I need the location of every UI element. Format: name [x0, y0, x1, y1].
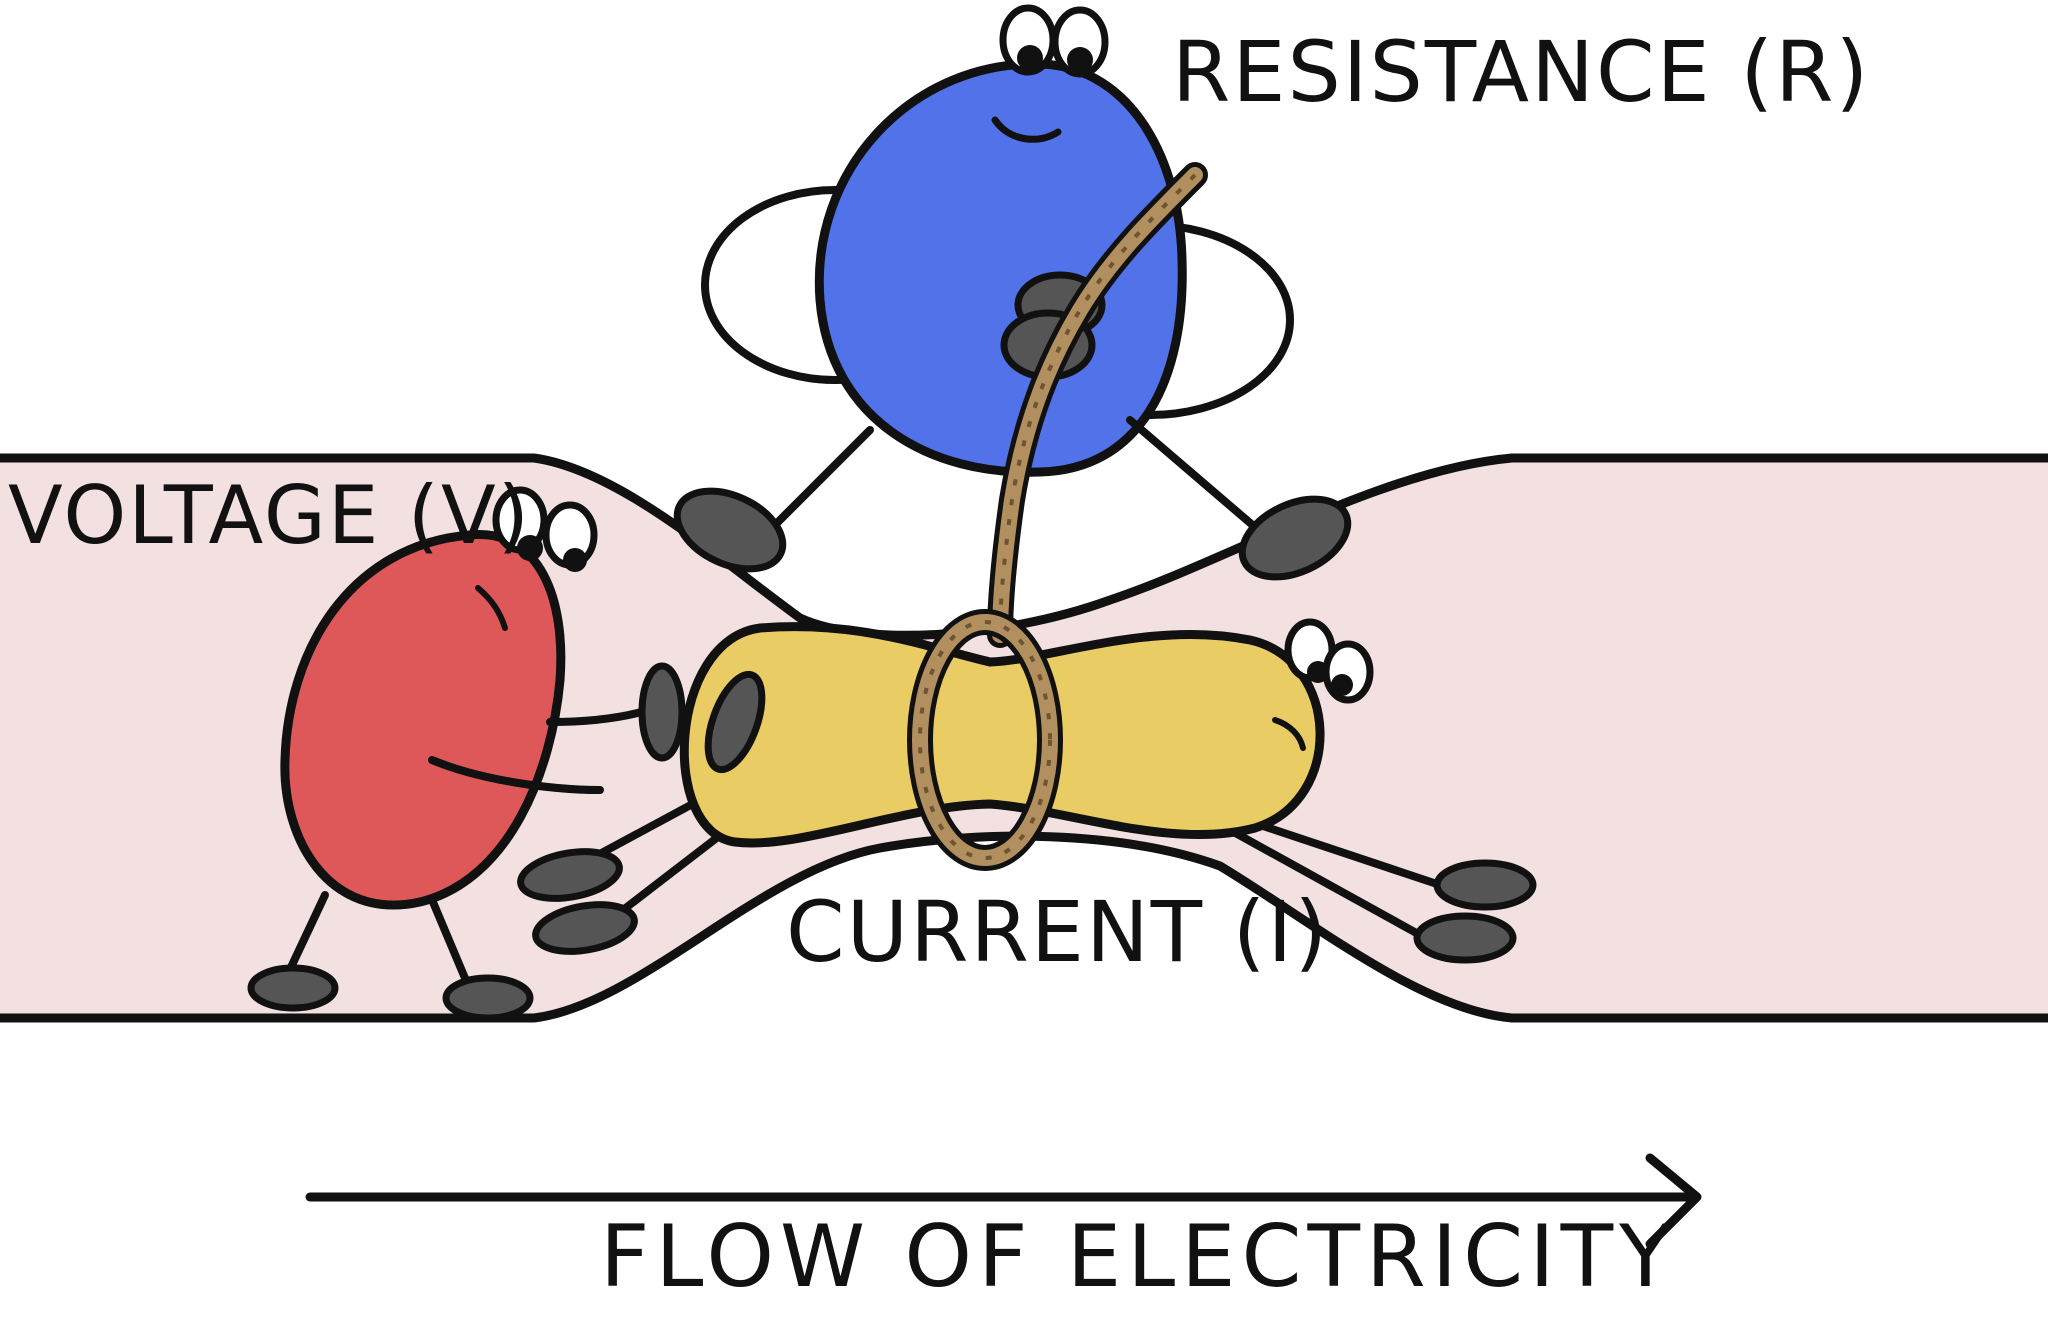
current-label: CURRENT (I) — [786, 883, 1330, 981]
current-shoe-front-2 — [1413, 912, 1517, 964]
voltage-label: VOLTAGE (V) — [8, 469, 531, 562]
resistance-pupil-left — [1017, 45, 1043, 71]
voltage-shoe-right — [442, 974, 534, 1022]
resistance-smile — [991, 116, 1062, 143]
resistance-label: RESISTANCE (R) — [1172, 23, 1871, 121]
current-shoe-front-1 — [1433, 859, 1537, 911]
rope-icon — [987, 162, 1208, 648]
resistance-shoe-right — [1238, 495, 1352, 581]
current-hand-top — [638, 662, 686, 762]
current-character — [517, 609, 1537, 964]
voltage-body — [280, 530, 566, 910]
rope-twist — [998, 173, 1197, 636]
current-mouth — [1272, 717, 1306, 751]
resistance-leg-right — [1126, 416, 1274, 544]
voltage-leg-right — [426, 891, 474, 994]
current-pupil-left — [1307, 661, 1329, 683]
current-leg-front-1 — [1241, 816, 1444, 889]
voltage-brow — [475, 585, 508, 631]
voltage-shoe-left — [247, 964, 339, 1012]
voltage-pupil-left — [517, 535, 543, 561]
current-shoe-back-2 — [532, 901, 638, 955]
rope-loop-twist — [918, 620, 1052, 860]
current-leg-front-2 — [1226, 826, 1424, 939]
flow-arrow-icon — [305, 1153, 1702, 1249]
resistance-pupil-right — [1067, 47, 1093, 73]
current-shoe-back-1 — [517, 848, 623, 902]
resistance-leg-left — [756, 426, 874, 544]
voltage-arm-lower — [428, 756, 604, 794]
current-pupil-right — [1331, 674, 1353, 696]
resistance-body — [814, 59, 1187, 477]
resistance-shoe-left — [673, 487, 787, 573]
current-body — [679, 622, 1325, 848]
voltage-character — [247, 486, 659, 1022]
current-hand-pushed — [704, 670, 766, 774]
flow-arrow-head — [1645, 1153, 1702, 1249]
voltage-pupil-right — [563, 548, 587, 572]
flow-label: FLOW OF ELECTRICITY — [600, 1207, 1678, 1307]
